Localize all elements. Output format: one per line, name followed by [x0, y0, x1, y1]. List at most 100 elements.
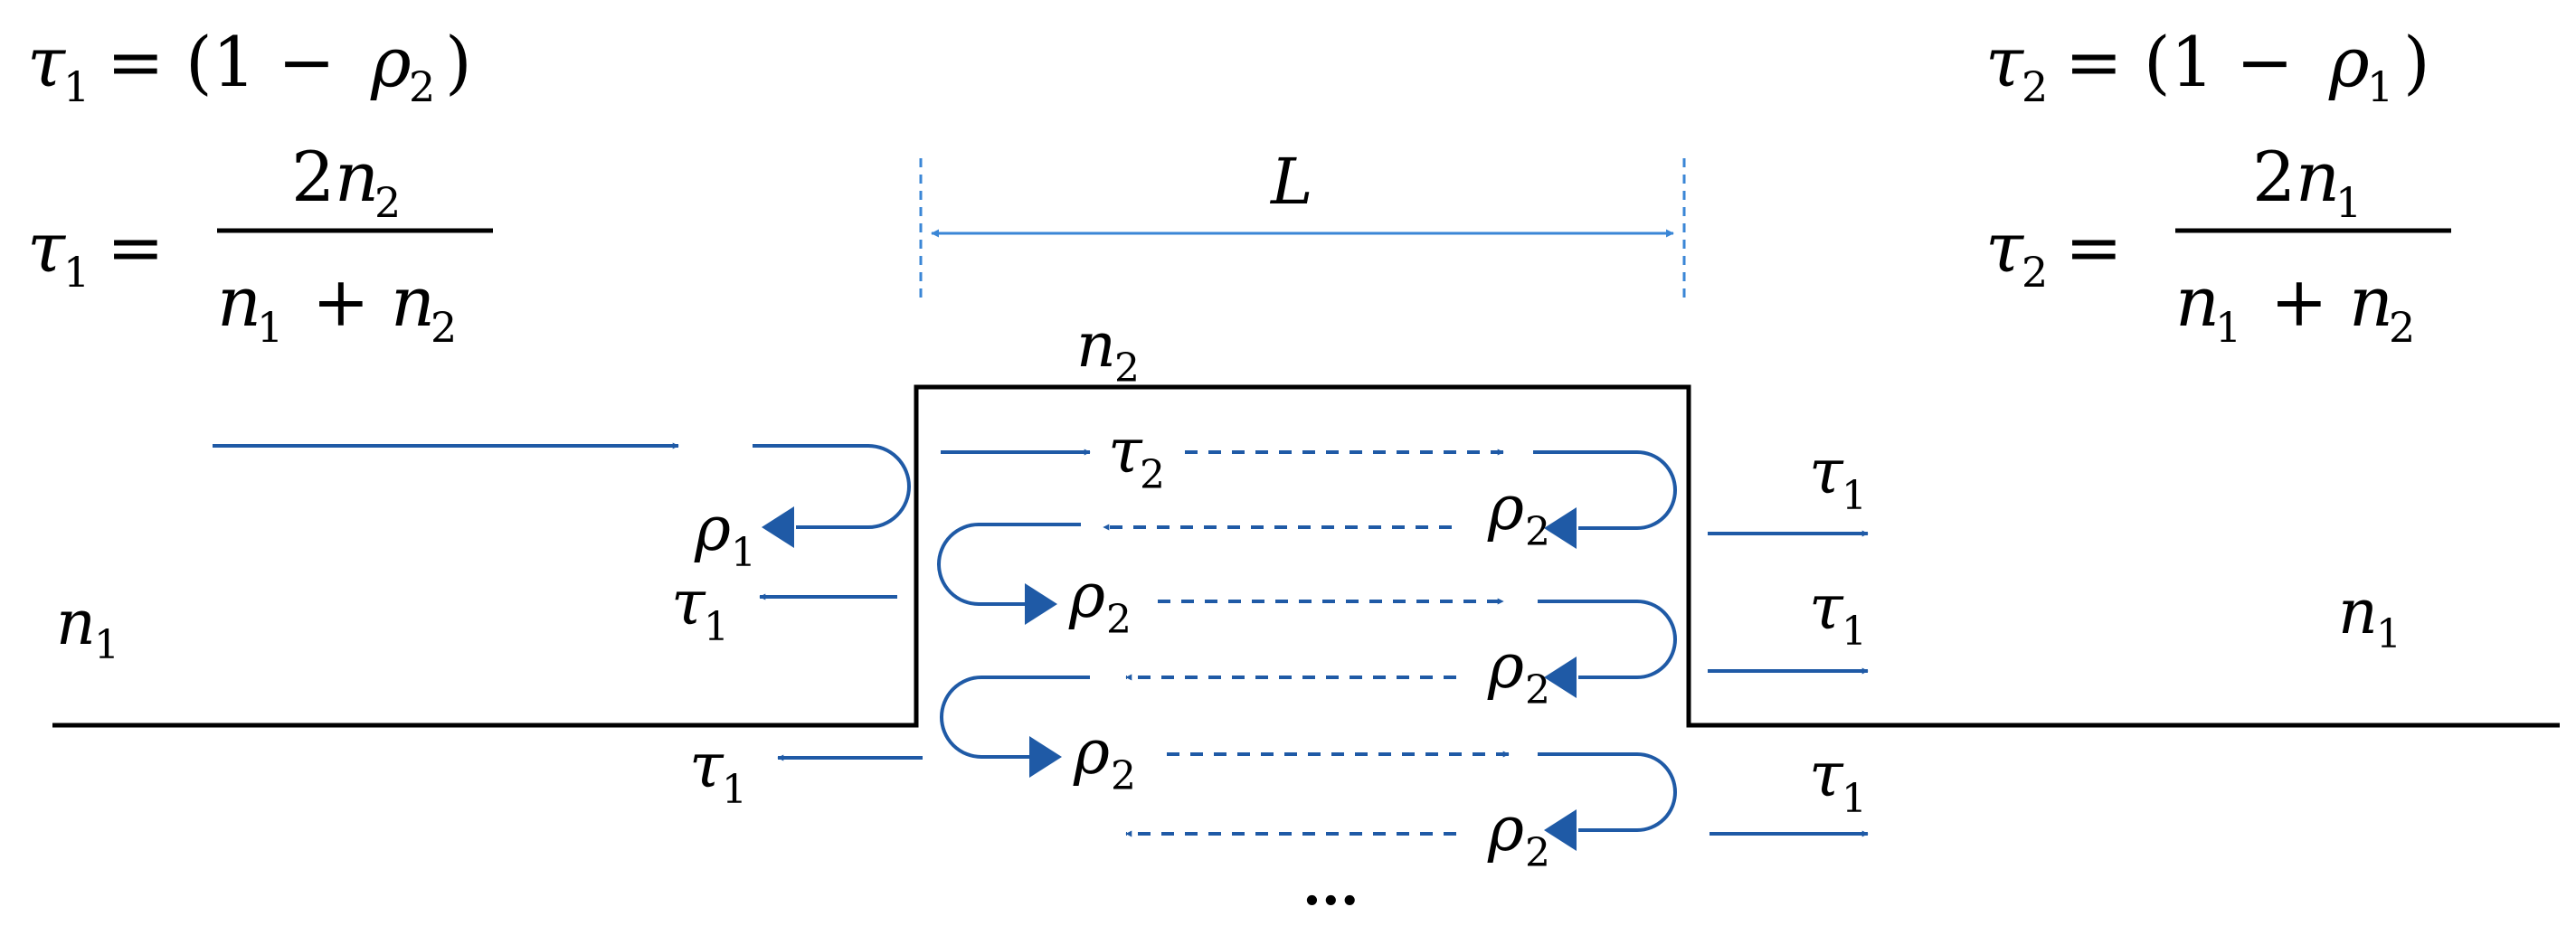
formula-open: (1 − — [185, 22, 336, 102]
arrowhead-left-2 — [1029, 736, 1062, 778]
formula-den-plus: + — [312, 261, 370, 342]
svg-text:ρ: ρ — [1068, 561, 1105, 632]
svg-text:1: 1 — [1842, 609, 1867, 655]
outer-medium-right-label: n 1 — [2338, 577, 2401, 657]
inner-medium-label: n 2 — [1076, 310, 1140, 392]
svg-text:n: n — [56, 588, 96, 659]
svg-text:ρ: ρ — [1487, 794, 1524, 865]
svg-text:ρ: ρ — [1487, 473, 1524, 544]
formula-left-tau1-fraction: τ 1 = 2 n 2 n 1 + n 2 — [27, 137, 493, 352]
label-rho2-right-3: ρ 2 — [1487, 794, 1550, 876]
formula-lhs-sub: 1 — [63, 62, 90, 111]
formula-equals: = — [2065, 207, 2123, 288]
arrowhead-left-1 — [1025, 583, 1057, 625]
svg-text:ρ: ρ — [1073, 717, 1110, 789]
formula-rho: ρ — [2328, 22, 2370, 102]
svg-text:1: 1 — [1842, 776, 1867, 822]
formula-lhs: τ — [1985, 22, 2025, 102]
left-reflection-rho2-2 — [940, 676, 1090, 759]
formula-den-a-sub: 1 — [2215, 303, 2241, 352]
right-reflection-rho2-2 — [1538, 600, 1677, 679]
formula-lhs-sub: 1 — [63, 248, 90, 297]
length-marker: L — [919, 145, 1686, 303]
svg-text:2: 2 — [1111, 753, 1136, 799]
outer-medium-left-label: n 1 — [56, 588, 119, 668]
length-label: L — [1269, 145, 1312, 219]
label-tau2-inner: τ 2 — [1108, 416, 1165, 498]
formula-equals: = — [107, 207, 165, 288]
formula-close: ) — [2403, 22, 2430, 102]
label-rho2-inner-2: ρ 2 — [1073, 717, 1136, 799]
formula-open: (1 − — [2144, 22, 2294, 102]
arrowhead-rho1 — [762, 506, 794, 548]
svg-text:τ: τ — [1809, 740, 1844, 811]
formula-den-plus: + — [2270, 261, 2328, 342]
svg-text:ρ: ρ — [694, 494, 731, 565]
formula-rho-sub: 2 — [409, 62, 435, 111]
formula-num-coef: 2 — [2252, 137, 2296, 217]
label-tau1-right-2: τ 1 — [1809, 572, 1867, 655]
arrowhead-right-2 — [1544, 657, 1577, 698]
right-reflection-rho2-1 — [1533, 450, 1677, 530]
svg-text:2: 2 — [1525, 667, 1550, 713]
left-reflection-rho2-1 — [937, 523, 1081, 606]
formula-lhs: τ — [27, 207, 67, 288]
reflection-rho1-arrow — [753, 444, 911, 529]
formula-den-b-sub: 2 — [431, 303, 457, 352]
formula-lhs: τ — [27, 22, 67, 102]
formula-num-var: n — [2296, 137, 2340, 217]
formula-den-a-sub: 1 — [257, 303, 283, 352]
formula-den-a: n — [217, 261, 261, 342]
path-labels: ρ 1 τ 1 τ 1 τ 2 ρ 2 ρ 2 ρ 2 — [671, 416, 1867, 876]
svg-text:1: 1 — [704, 604, 729, 650]
formula-den-b: n — [391, 261, 435, 342]
svg-text:2: 2 — [1140, 452, 1165, 498]
formula-rho-sub: 1 — [2367, 62, 2393, 111]
svg-text:1: 1 — [731, 530, 756, 576]
svg-text:n: n — [1076, 310, 1116, 382]
svg-text:2: 2 — [1106, 597, 1132, 643]
formula-den-b: n — [2349, 261, 2393, 342]
formula-close: ) — [445, 22, 472, 102]
slab-outline — [52, 384, 2560, 728]
continuation-ellipsis: ... — [1302, 855, 1359, 918]
label-rho2-right-2: ρ 2 — [1487, 631, 1550, 713]
formula-den-b-sub: 2 — [2389, 303, 2415, 352]
formula-num-sub: 2 — [374, 178, 401, 227]
formula-left-tau1-rho2: τ 1 = (1 − ρ 2 ) — [27, 22, 472, 111]
right-reflection-rho2-3 — [1538, 752, 1677, 832]
formula-rho: ρ — [370, 22, 412, 102]
formula-equals: = — [2065, 22, 2123, 102]
arrowhead-right-3 — [1544, 809, 1577, 851]
svg-text:2: 2 — [1525, 509, 1550, 555]
formula-num-coef: 2 — [291, 137, 335, 217]
formula-num-var: n — [335, 137, 379, 217]
arrowhead-right-1 — [1544, 507, 1577, 549]
svg-text:1: 1 — [94, 622, 119, 668]
label-tau1-right-3: τ 1 — [1809, 740, 1867, 822]
label-tau1-left-1: τ 1 — [671, 568, 729, 650]
formula-lhs-sub: 2 — [2022, 248, 2048, 297]
formula-right-tau2-fraction: τ 2 = 2 n 1 n 1 + n 2 — [1985, 137, 2451, 352]
svg-text:ρ: ρ — [1487, 631, 1524, 703]
label-rho2-inner-1: ρ 2 — [1068, 561, 1132, 643]
svg-text:τ: τ — [689, 731, 724, 802]
svg-text:1: 1 — [2376, 611, 2401, 657]
reflection-arrowheads — [762, 506, 1577, 851]
label-rho1: ρ 1 — [694, 494, 756, 576]
formula-lhs-sub: 2 — [2022, 62, 2048, 111]
ray-paths — [213, 442, 1869, 837]
svg-text:n: n — [2338, 577, 2378, 648]
formula-num-sub: 1 — [2335, 178, 2362, 227]
formula-den-a: n — [2175, 261, 2220, 342]
label-tau1-right-1: τ 1 — [1809, 437, 1867, 519]
svg-text:2: 2 — [1114, 345, 1140, 392]
svg-text:2: 2 — [1525, 830, 1550, 876]
svg-text:τ: τ — [671, 568, 706, 639]
label-rho2-right-1: ρ 2 — [1487, 473, 1550, 555]
formula-equals: = — [107, 22, 165, 102]
label-tau1-left-2: τ 1 — [689, 731, 747, 813]
svg-text:1: 1 — [722, 767, 747, 813]
svg-text:1: 1 — [1842, 473, 1867, 519]
